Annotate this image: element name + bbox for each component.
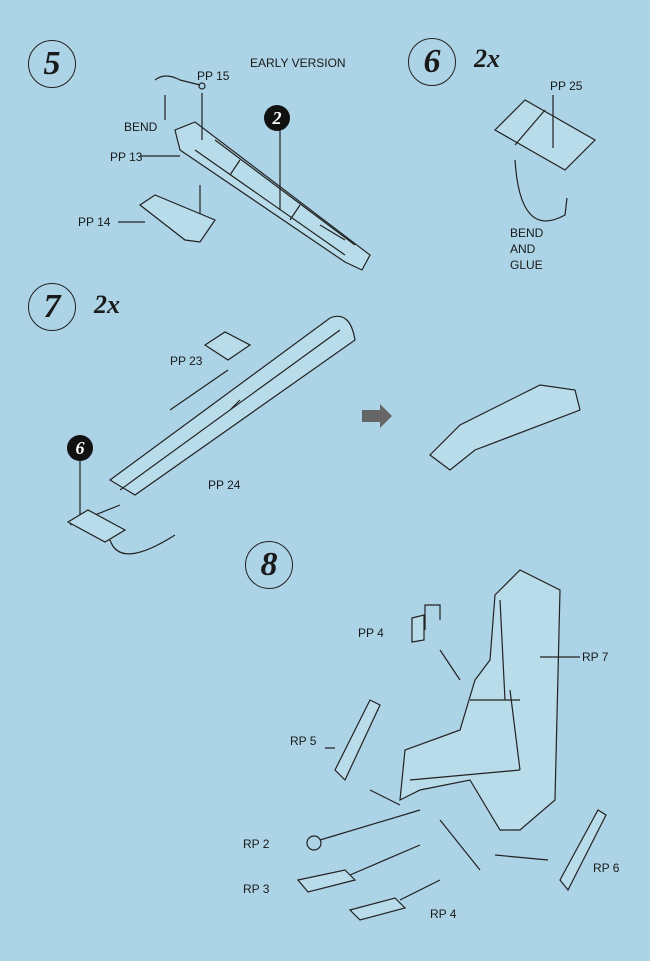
step-7-badge: 7 xyxy=(28,283,76,331)
label-rp6: RP 6 xyxy=(593,861,620,875)
reference-marker-6: 6 xyxy=(67,435,93,461)
step5-belt-drawing xyxy=(118,75,371,271)
label-pp14: PP 14 xyxy=(78,215,111,229)
label-rp7: RP 7 xyxy=(582,650,609,664)
label-rp4: RP 4 xyxy=(430,907,457,921)
label-bend: BEND xyxy=(124,120,158,134)
label-rp3: RP 3 xyxy=(243,882,270,896)
step-5-badge: 5 xyxy=(28,40,76,88)
early-version-header: EARLY VERSION xyxy=(250,56,346,70)
step7-strap-drawing xyxy=(66,315,581,555)
label-glue: GLUE xyxy=(510,258,543,272)
step8-seat-drawing xyxy=(296,569,607,921)
label-pp24: PP 24 xyxy=(208,478,241,492)
reference-marker-2: 2 xyxy=(264,105,290,131)
step-7-multiplier: 2x xyxy=(94,290,120,319)
label-pp15: PP 15 xyxy=(197,69,230,83)
step-6-multiplier: 2x xyxy=(474,44,500,73)
arrow-icon xyxy=(362,404,392,428)
label-pp4: PP 4 xyxy=(358,626,384,640)
step-6-badge: 6 xyxy=(408,38,456,86)
label-pp23: PP 23 xyxy=(170,354,203,368)
label-bend-6: BEND xyxy=(510,226,544,240)
label-pp25: PP 25 xyxy=(550,79,583,93)
label-rp2: RP 2 xyxy=(243,837,270,851)
label-pp13: PP 13 xyxy=(110,150,143,164)
label-rp5: RP 5 xyxy=(290,734,317,748)
label-and: AND xyxy=(510,242,536,256)
step6-part-drawing xyxy=(494,95,596,222)
step-8-badge: 8 xyxy=(245,541,293,589)
